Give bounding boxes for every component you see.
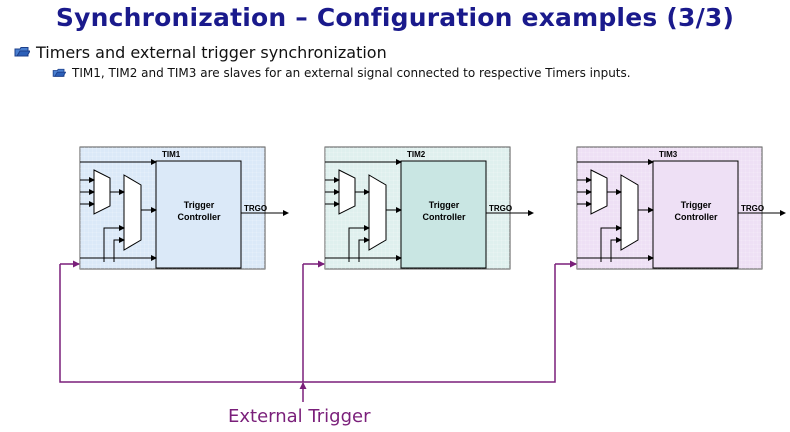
bullet-main: Timers and external trigger synchronizat… <box>14 42 387 62</box>
timer-block-tim3: TIM3 Trigger Controller TRGO <box>576 146 786 270</box>
controller-label-line2: Controller <box>674 212 717 222</box>
timer-block-tim2: TIM2 Trigger Controller TRGO <box>324 146 534 270</box>
input-mux-2 <box>123 174 142 251</box>
controller-label-line2: Controller <box>422 212 465 222</box>
external-trigger-label: External Trigger <box>228 406 371 427</box>
controller-label-line1: Trigger <box>184 200 215 210</box>
controller-label-line2: Controller <box>177 212 220 222</box>
timer-name: TIM1 <box>162 150 181 159</box>
bullet-main-text: Timers and external trigger synchronizat… <box>36 42 387 62</box>
bullet-sub: TIM1, TIM2 and TIM3 are slaves for an ex… <box>52 65 631 81</box>
controller-label-line1: Trigger <box>681 200 712 210</box>
input-mux-1 <box>93 169 111 215</box>
trigger-controller <box>400 160 487 269</box>
folder-arrow-icon <box>52 68 66 77</box>
controller-label-line1: Trigger <box>429 200 460 210</box>
trigger-controller <box>155 160 242 269</box>
trgo-label: TRGO <box>244 204 267 213</box>
input-mux-1 <box>338 169 356 215</box>
trgo-label: TRGO <box>741 204 764 213</box>
slide-title: Synchronization – Configuration examples… <box>55 3 735 32</box>
timer-name: TIM2 <box>407 150 426 159</box>
trgo-label: TRGO <box>489 204 512 213</box>
input-mux-2 <box>368 174 387 251</box>
input-mux-1 <box>590 169 608 215</box>
input-mux-2 <box>620 174 639 251</box>
timer-block-tim1: TIM1 Trigger Controller TRGO <box>79 146 289 270</box>
trigger-controller <box>652 160 739 269</box>
folder-arrow-icon <box>14 47 30 57</box>
bullet-sub-text: TIM1, TIM2 and TIM3 are slaves for an ex… <box>72 66 631 80</box>
timer-name: TIM3 <box>659 150 678 159</box>
external-trigger-bus <box>59 260 577 402</box>
